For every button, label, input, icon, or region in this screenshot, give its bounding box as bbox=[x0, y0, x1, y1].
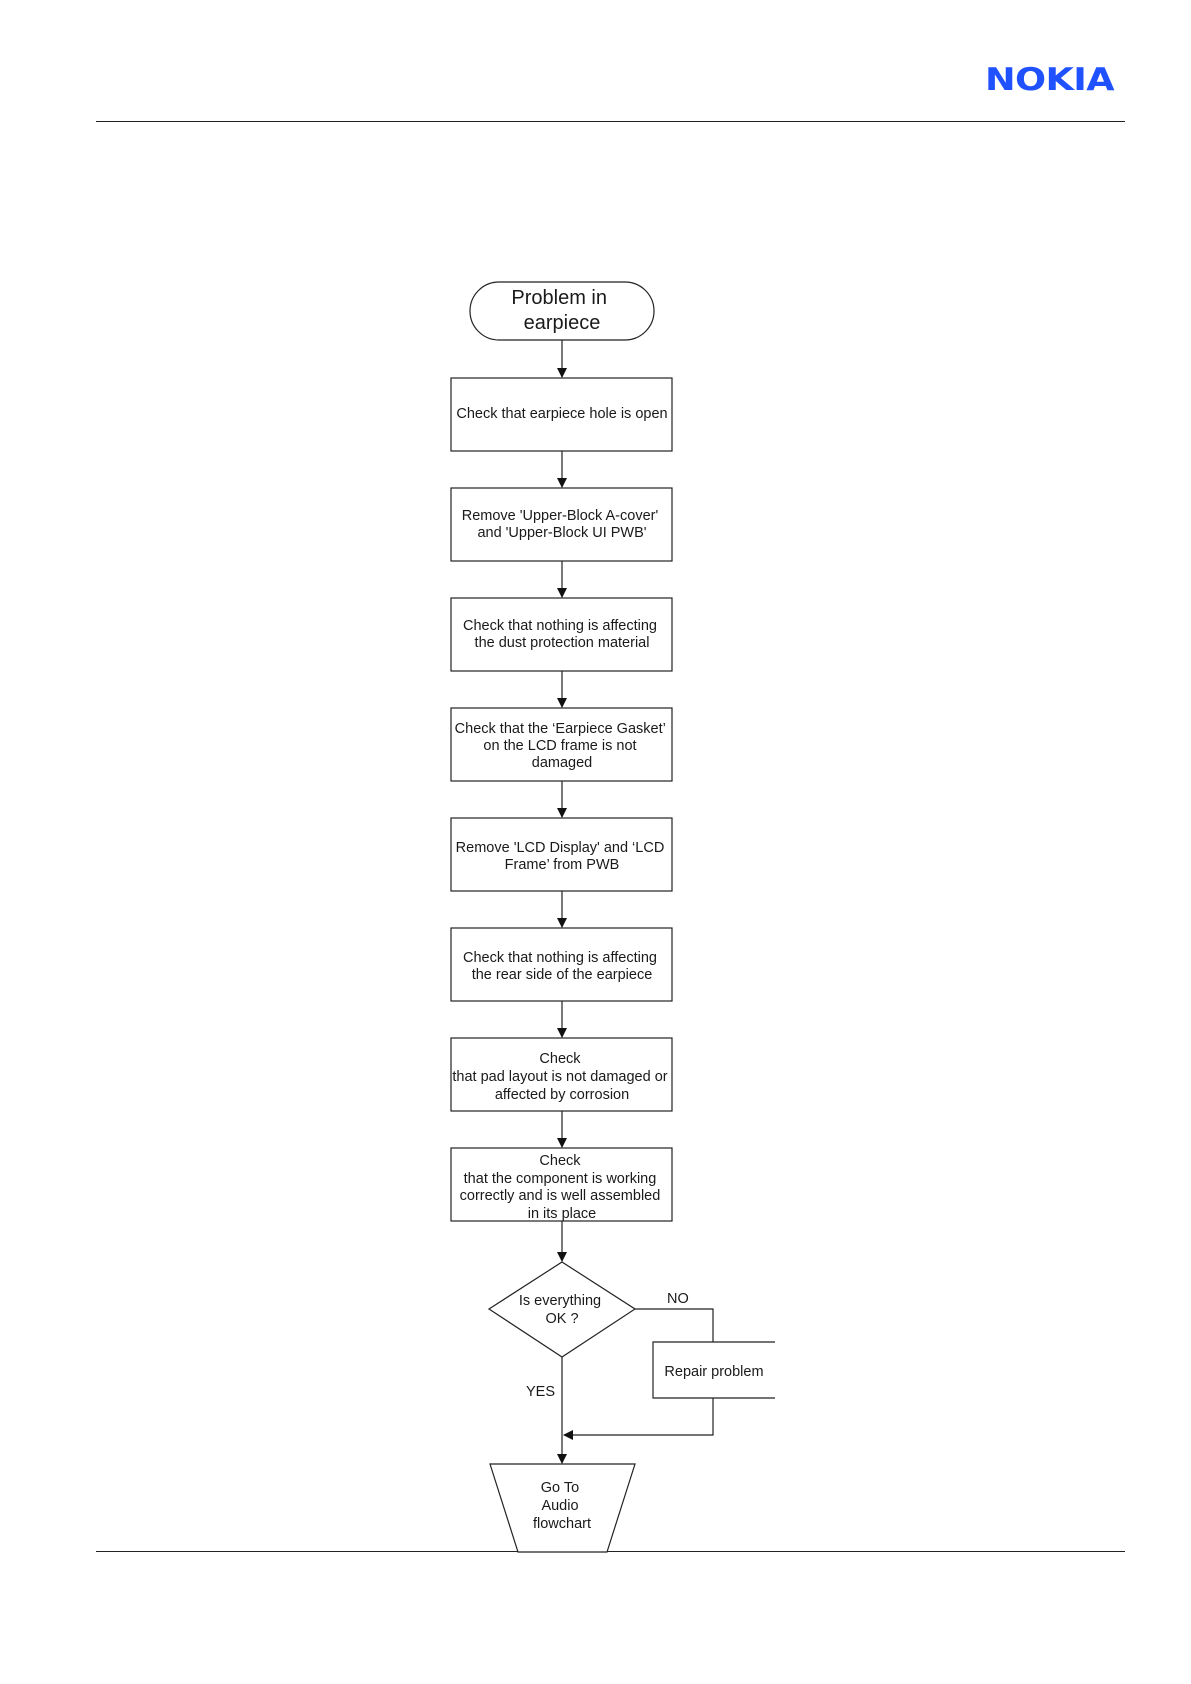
step-label: Check that earpiece hole is open bbox=[456, 406, 667, 422]
step-label: Check that pad layout is not damaged or … bbox=[452, 1051, 671, 1103]
step-box: Remove 'LCD Display' and ‘LCD Frame’ fro… bbox=[450, 817, 673, 892]
step-box: Check that nothing is affecting the dust… bbox=[450, 597, 673, 672]
step-box: Check that the component is working corr… bbox=[450, 1147, 673, 1222]
no-label: NO bbox=[667, 1291, 689, 1307]
step-label: Check that nothing is affecting the rear… bbox=[463, 950, 661, 983]
repair-label: Repair problem bbox=[664, 1364, 763, 1380]
header-rule bbox=[96, 121, 1125, 122]
decision-diamond: Is everything OK ? bbox=[487, 1261, 637, 1358]
yes-label: YES bbox=[526, 1384, 555, 1400]
end-label: Go To Audio flowchart bbox=[533, 1480, 591, 1532]
step-label: Check that the component is working corr… bbox=[460, 1153, 665, 1222]
step-box: Remove 'Upper-Block A-cover' and 'Upper-… bbox=[450, 487, 673, 562]
step-label: Check that the ‘Earpiece Gasket’ on the … bbox=[455, 721, 670, 771]
step-box: Check that pad layout is not damaged or … bbox=[450, 1037, 673, 1112]
step-box: Check that nothing is affecting the rear… bbox=[450, 927, 673, 1002]
nokia-logo: NOKIA bbox=[985, 62, 1115, 98]
step-box: Check that earpiece hole is open bbox=[450, 377, 673, 452]
step-label: Check that nothing is affecting the dust… bbox=[463, 618, 661, 651]
start-label: Problem in earpiece bbox=[511, 287, 612, 334]
step-label: Remove 'Upper-Block A-cover' and 'Upper-… bbox=[462, 508, 663, 541]
start-terminator: Problem in earpiece bbox=[469, 281, 655, 341]
step-box: Check that the ‘Earpiece Gasket’ on the … bbox=[450, 707, 673, 782]
connectors bbox=[557, 340, 714, 1464]
repair-return-arrow bbox=[563, 1398, 714, 1440]
repair-box: Repair problem bbox=[652, 1341, 775, 1399]
end-terminator: Go To Audio flowchart bbox=[489, 1463, 636, 1553]
decision-label: Is everything OK ? bbox=[519, 1293, 605, 1327]
footer-rule bbox=[96, 1551, 1125, 1552]
step-label: Remove 'LCD Display' and ‘LCD Frame’ fro… bbox=[456, 840, 669, 873]
no-path-line bbox=[635, 1308, 714, 1342]
